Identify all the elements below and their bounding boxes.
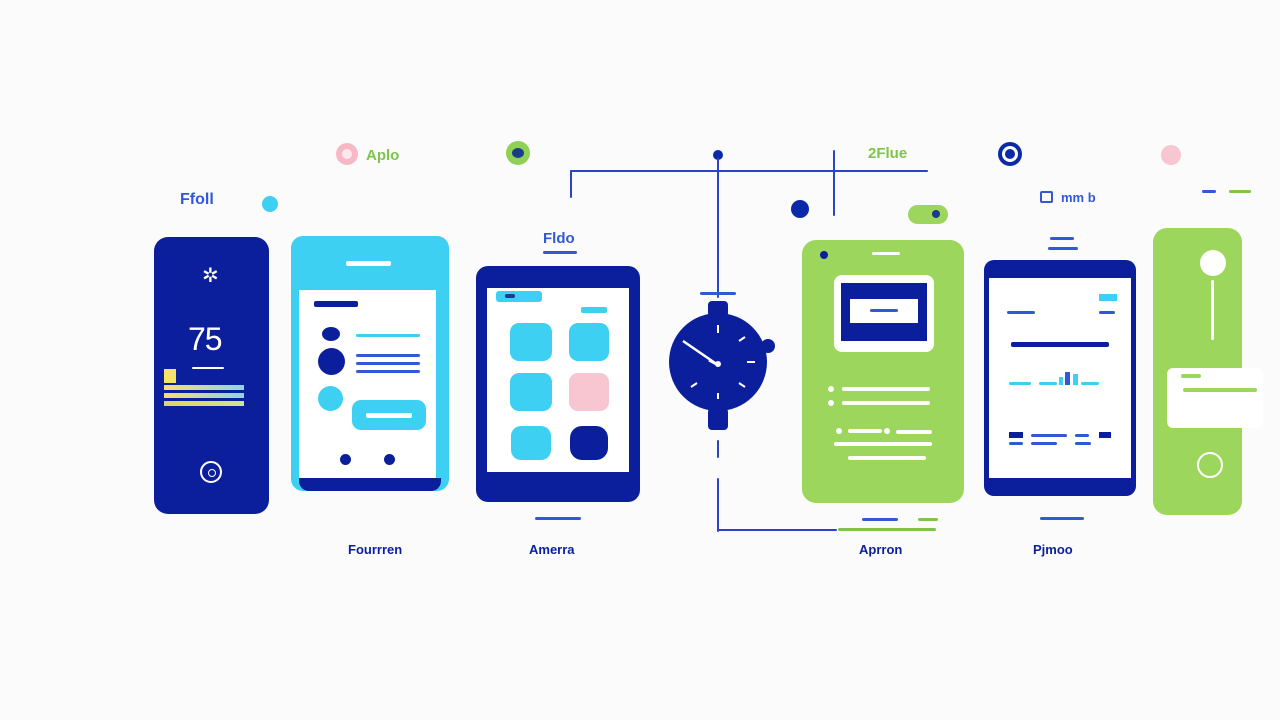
green-phone-base-2 — [918, 518, 938, 521]
app-label: Aplo — [366, 147, 400, 164]
tablet-title-label: Fldo — [543, 230, 575, 247]
app-grid-tablet — [476, 266, 640, 502]
watch-top-mark — [700, 292, 736, 295]
green-phone-base-1 — [862, 518, 898, 521]
dashboard-top-mark — [1050, 237, 1074, 240]
america-label: Amerra — [529, 542, 575, 557]
function-label: Fourrren — [348, 542, 403, 557]
phone-gradient-bar-1 — [164, 385, 244, 390]
connector-vertical-bottom — [717, 478, 719, 532]
connector-right-drop — [833, 150, 835, 216]
tablet-title-underline — [543, 251, 577, 254]
phone-gradient-bar-2 — [164, 393, 244, 398]
watch-strap-bottom — [708, 408, 728, 430]
navy-dot — [791, 200, 809, 218]
green-phone — [802, 240, 964, 503]
green-eye-icon — [506, 141, 530, 165]
flow-label: 2Flue — [868, 145, 908, 162]
navy-target-icon — [998, 142, 1022, 166]
right-top-dash-2 — [1229, 190, 1251, 193]
connector-node — [713, 150, 723, 160]
action-label: Aprron — [859, 542, 903, 557]
dashboard-tablet — [984, 260, 1136, 496]
dashboard-base-line — [1040, 517, 1084, 520]
dashboard-top-mark-2 — [1048, 247, 1078, 250]
connector-vertical-lower — [717, 440, 719, 458]
pink-dot — [1161, 145, 1181, 165]
connector-horizontal-top — [570, 170, 928, 172]
phone-label: Pjmoo — [1033, 542, 1073, 557]
chat-screen — [299, 290, 436, 478]
fol-label: Ffoll — [180, 191, 214, 208]
menu-icon — [1040, 191, 1053, 203]
smartwatch-icon — [669, 313, 767, 411]
chat-speaker — [346, 261, 391, 266]
home-button-icon — [200, 461, 222, 483]
phone-underline — [192, 367, 224, 369]
right-top-dash-1 — [1202, 190, 1216, 193]
pink-ring-icon — [336, 143, 358, 165]
chat-bubble — [352, 400, 426, 430]
green-phone-screen-frame — [834, 275, 934, 352]
right-green-phone — [1153, 228, 1263, 515]
phone-gradient-bar-3 — [164, 401, 244, 406]
green-toggle — [908, 205, 948, 224]
green-phone-base-3 — [838, 528, 936, 531]
tablet-screen — [487, 288, 629, 472]
connector-horizontal-bottom — [717, 529, 837, 531]
sky-dot — [262, 196, 278, 212]
tablet-base-line — [535, 517, 581, 520]
connector-vertical-center — [717, 158, 719, 298]
left-navy-phone: ✲ 75 — [154, 237, 269, 514]
phone-glyph: ✲ — [202, 265, 219, 287]
chat-phone — [291, 236, 449, 491]
phone-yellow-bar — [164, 369, 176, 383]
phone-number: 75 — [188, 321, 223, 357]
dashboard-screen — [989, 278, 1131, 478]
menu-label: mm b — [1061, 190, 1096, 205]
connector-left-drop — [570, 170, 572, 198]
